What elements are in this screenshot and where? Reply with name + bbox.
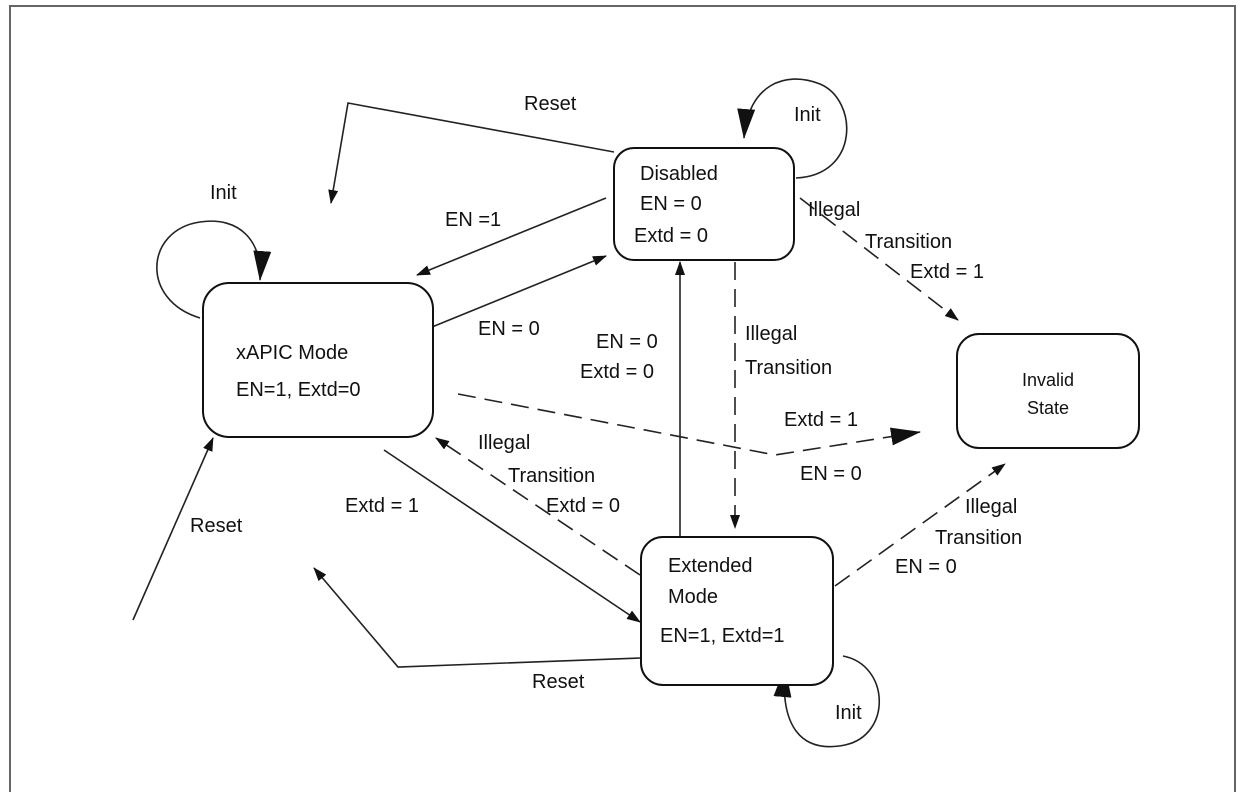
state-label: Mode (668, 586, 718, 608)
edge-label: Transition (935, 527, 1022, 549)
edge-reset-disabled-to-xapic: Reset (328, 93, 615, 204)
state-label: State (1027, 398, 1069, 418)
state-label: EN=1, Extd=1 (660, 625, 785, 647)
state-label: Extd = 0 (634, 225, 708, 247)
state-label: EN=1, Extd=0 (236, 379, 361, 401)
edge-label: Reset (524, 93, 577, 115)
edge-label: Illegal (965, 496, 1017, 518)
edge-label: Reset (532, 671, 585, 693)
edge-label: Illegal (808, 199, 860, 221)
edge-label: EN = 0 (478, 318, 540, 340)
state-label: Disabled (640, 163, 718, 185)
edge-xapic-to-invalid: Extd = 1 EN = 0 (457, 393, 921, 485)
edge-disabled-to-extended: Illegal Transition (730, 262, 832, 529)
state-label: Invalid (1022, 370, 1074, 390)
state-label: EN = 0 (640, 193, 702, 215)
edge-extended-to-disabled: EN = 0 Extd = 0 (580, 261, 685, 536)
edge-reset-extended-out: Reset (313, 567, 641, 693)
edge-label: Reset (190, 515, 243, 537)
state-label: Extended (668, 555, 753, 577)
state-extended-mode: Extended Mode EN=1, Extd=1 (640, 536, 834, 686)
edge-label: Transition (508, 465, 595, 487)
edge-label: Extd = 1 (784, 409, 858, 431)
edge-extended-to-invalid: Illegal Transition EN = 0 (834, 463, 1022, 587)
edge-label: Illegal (745, 323, 797, 345)
edge-label: Init (794, 104, 821, 126)
edge-label: Illegal (478, 432, 530, 454)
edge-disabled-to-xapic: EN =1 (416, 197, 607, 276)
edge-init-disabled: Init (737, 78, 848, 179)
edge-label: Extd = 1 (345, 495, 419, 517)
state-disabled: Disabled EN = 0 Extd = 0 (613, 147, 795, 261)
edge-extended-to-xapic: Illegal Transition Extd = 0 (435, 432, 641, 576)
edge-init-extended: Init (773, 655, 880, 748)
edge-label: Transition (865, 231, 952, 253)
edge-xapic-to-disabled: EN = 0 (431, 255, 607, 340)
edge-label: EN = 0 (800, 463, 862, 485)
edge-disabled-to-invalid: Illegal Transition Extd = 1 (799, 197, 984, 321)
edge-label: EN =1 (445, 209, 501, 231)
edge-label: Extd = 1 (910, 261, 984, 283)
edge-label: Extd = 0 (546, 495, 620, 517)
state-label: xAPIC Mode (236, 342, 348, 364)
edge-label: Init (835, 702, 862, 724)
edge-xapic-to-extended: Extd = 1 (345, 449, 641, 623)
diagram-frame (9, 5, 1236, 792)
edge-reset-into-xapic: Reset (132, 437, 243, 621)
edge-label: EN = 0 (895, 556, 957, 578)
edge-label: Extd = 0 (580, 361, 654, 383)
state-xapic-mode: xAPIC Mode EN=1, Extd=0 (202, 282, 434, 438)
edge-label: EN = 0 (596, 331, 658, 353)
state-invalid: Invalid State (956, 333, 1140, 449)
edge-label: Init (210, 182, 237, 204)
edge-label: Transition (745, 357, 832, 379)
edge-init-xapic: Init (156, 182, 272, 319)
